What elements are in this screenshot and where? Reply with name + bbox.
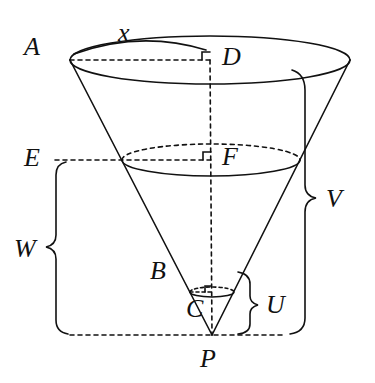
- brace: [238, 272, 258, 334]
- section-line: [55, 159, 211, 161]
- point-label: V: [326, 186, 342, 212]
- point-label: A: [24, 34, 40, 60]
- point-label: E: [24, 145, 40, 171]
- point-label: W: [14, 236, 36, 262]
- right-angle-mark: [203, 152, 211, 160]
- small-radius: [190, 291, 211, 293]
- point-label: P: [200, 346, 216, 372]
- middle-rim-back: [122, 144, 300, 160]
- axis-line: [210, 60, 212, 335]
- point-label: F: [222, 144, 238, 170]
- point-label: x: [118, 20, 130, 46]
- right-angle-mark: [205, 286, 211, 292]
- base-level-line: [70, 334, 285, 336]
- right-angle-mark: [202, 52, 210, 60]
- brace: [290, 70, 316, 334]
- dimension-arc: [74, 41, 206, 54]
- point-label: U: [266, 292, 285, 318]
- point-label: D: [222, 44, 241, 70]
- top-rim-back: [70, 36, 350, 60]
- middle-rim-front: [122, 160, 300, 176]
- small-rim-back: [190, 287, 234, 292]
- point-label: C: [186, 296, 203, 322]
- point-label: B: [150, 258, 166, 284]
- brace: [46, 162, 68, 334]
- radius-line: [70, 59, 210, 61]
